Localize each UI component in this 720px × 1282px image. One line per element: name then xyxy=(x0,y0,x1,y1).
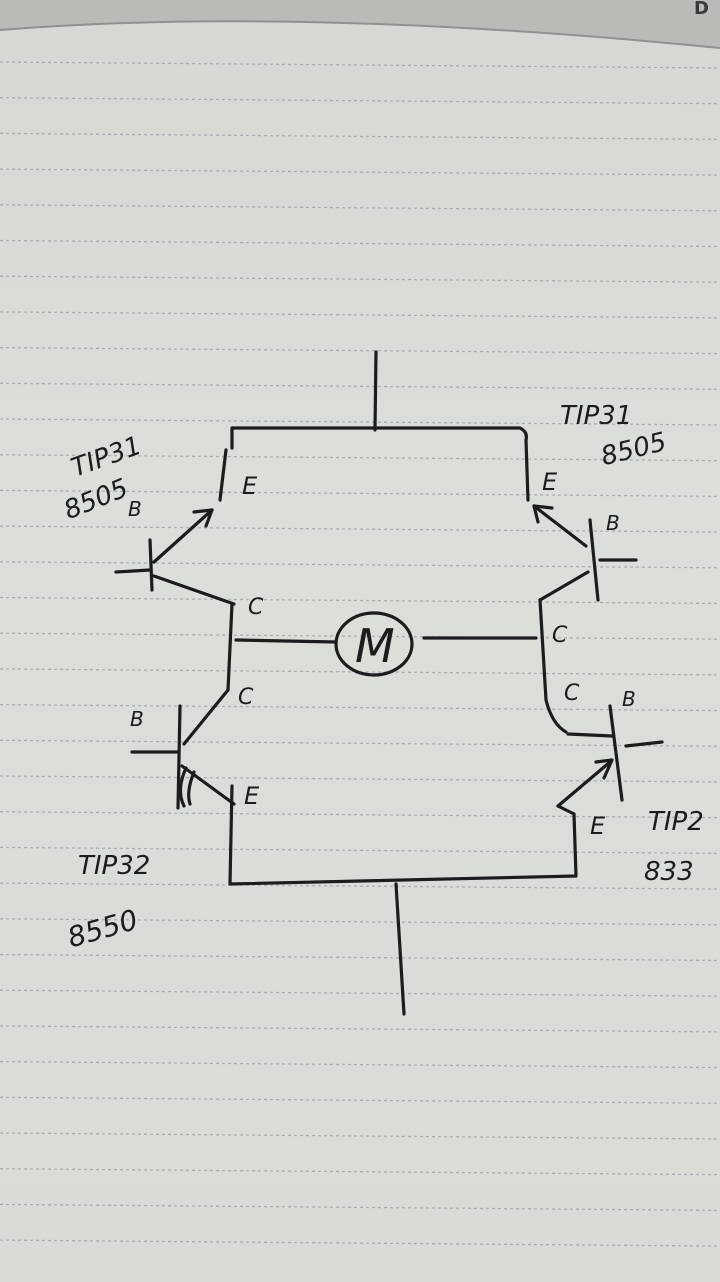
br-emitter-lead xyxy=(556,760,612,808)
ruled-line xyxy=(0,739,720,747)
tr-collector-label: C xyxy=(552,623,568,648)
ruled-line xyxy=(0,61,720,69)
ruled-line xyxy=(0,346,720,355)
ruled-line xyxy=(0,132,720,141)
motor-circle xyxy=(334,611,414,677)
tl-collector-label: C xyxy=(248,595,264,620)
tl-base-bar xyxy=(148,538,154,592)
page-edge-line xyxy=(0,20,720,49)
tl-emitter-wire xyxy=(218,448,228,502)
ruled-line xyxy=(0,561,720,569)
ruled-line xyxy=(0,882,720,890)
top-supply-wire xyxy=(373,350,378,432)
top-rail xyxy=(230,426,528,450)
ruled-line xyxy=(0,275,720,283)
ruled-line xyxy=(0,918,720,926)
tr-base-bar xyxy=(588,518,600,602)
ruled-line xyxy=(0,989,720,997)
ruled-line xyxy=(0,1025,720,1033)
br-emitter-arrow xyxy=(594,758,614,780)
left-midpoint-wire xyxy=(226,602,234,692)
tr-collector-lead xyxy=(538,570,590,602)
br-code-label: 833 xyxy=(644,857,694,887)
ruled-line xyxy=(0,953,720,962)
tr-emitter-wire xyxy=(524,438,530,502)
tr-code-label-group: 8505 xyxy=(598,427,669,472)
tl-base-lead xyxy=(114,568,152,574)
tl-emitter-label: E xyxy=(242,472,258,500)
tr-code-label: 8505 xyxy=(598,427,669,472)
motor-left-wire xyxy=(234,638,338,644)
ruled-line xyxy=(0,1096,720,1104)
ruled-line xyxy=(0,775,720,783)
ruled-line xyxy=(0,311,720,319)
tr-emitter-label: E xyxy=(542,468,558,496)
tl-part-label: TIP31 xyxy=(67,431,145,484)
ruled-line xyxy=(0,1132,720,1140)
corner-text: D xyxy=(694,0,709,19)
ruled-lines xyxy=(0,61,720,1247)
br-collector-lead xyxy=(566,732,614,738)
ruled-line xyxy=(0,846,720,855)
ruled-line xyxy=(0,489,720,498)
bl-emitter-arrow xyxy=(178,766,196,808)
bottom-supply-wire xyxy=(394,882,406,1016)
tl-code-label: 8505 xyxy=(60,473,133,526)
ruled-line xyxy=(0,382,720,390)
right-midpoint-wire xyxy=(538,598,568,734)
ruled-line xyxy=(0,632,720,640)
br-emitter-join xyxy=(556,804,576,816)
tr-emitter-arrow xyxy=(532,504,554,524)
bl-base-bar xyxy=(176,704,182,810)
bl-base-label: B xyxy=(130,707,144,731)
ruled-line xyxy=(0,454,720,462)
motor-label: M xyxy=(355,619,395,673)
br-base-lead xyxy=(624,740,664,748)
ruled-line xyxy=(0,168,720,176)
tl-code-label-group: 8505 xyxy=(60,473,133,526)
bl-collector-label: C xyxy=(238,685,254,710)
tr-part-label: TIP31 xyxy=(560,401,632,431)
ruled-line xyxy=(0,1239,720,1247)
bottom-rail xyxy=(228,784,578,886)
bl-code-label-group: 8550 xyxy=(64,903,142,954)
bl-emitter-lead xyxy=(180,764,236,806)
ruled-line xyxy=(0,525,720,533)
ruled-line xyxy=(0,97,720,105)
br-emitter-label: E xyxy=(590,812,606,840)
ruled-line xyxy=(0,1203,720,1212)
ruled-line xyxy=(0,1168,720,1176)
tr-base-label: B xyxy=(606,511,620,535)
tl-emitter-arrow xyxy=(192,508,214,528)
page-top-edge xyxy=(0,0,720,48)
br-part-label: TIP2 xyxy=(648,807,704,837)
tr-emitter-lead xyxy=(532,504,588,548)
ruled-line xyxy=(0,811,720,819)
ruled-line xyxy=(0,1060,720,1069)
ruled-line xyxy=(0,239,720,248)
tl-base-label: B xyxy=(128,497,142,521)
ruled-line xyxy=(0,596,720,605)
tl-emitter-lead xyxy=(152,508,214,564)
br-base-bar xyxy=(608,704,624,802)
ruled-line xyxy=(0,418,720,426)
ruled-line xyxy=(0,703,720,712)
tl-collector-lead xyxy=(152,574,236,606)
br-collector-label: C xyxy=(564,681,580,706)
bl-part-label: TIP32 xyxy=(78,851,150,881)
br-base-label: B xyxy=(622,687,636,711)
bl-collector-lead xyxy=(182,688,230,746)
bl-emitter-label: E xyxy=(244,782,260,810)
bl-code-label: 8550 xyxy=(64,903,142,954)
tl-part-label-group: TIP31 xyxy=(67,431,145,484)
ruled-line xyxy=(0,204,720,212)
